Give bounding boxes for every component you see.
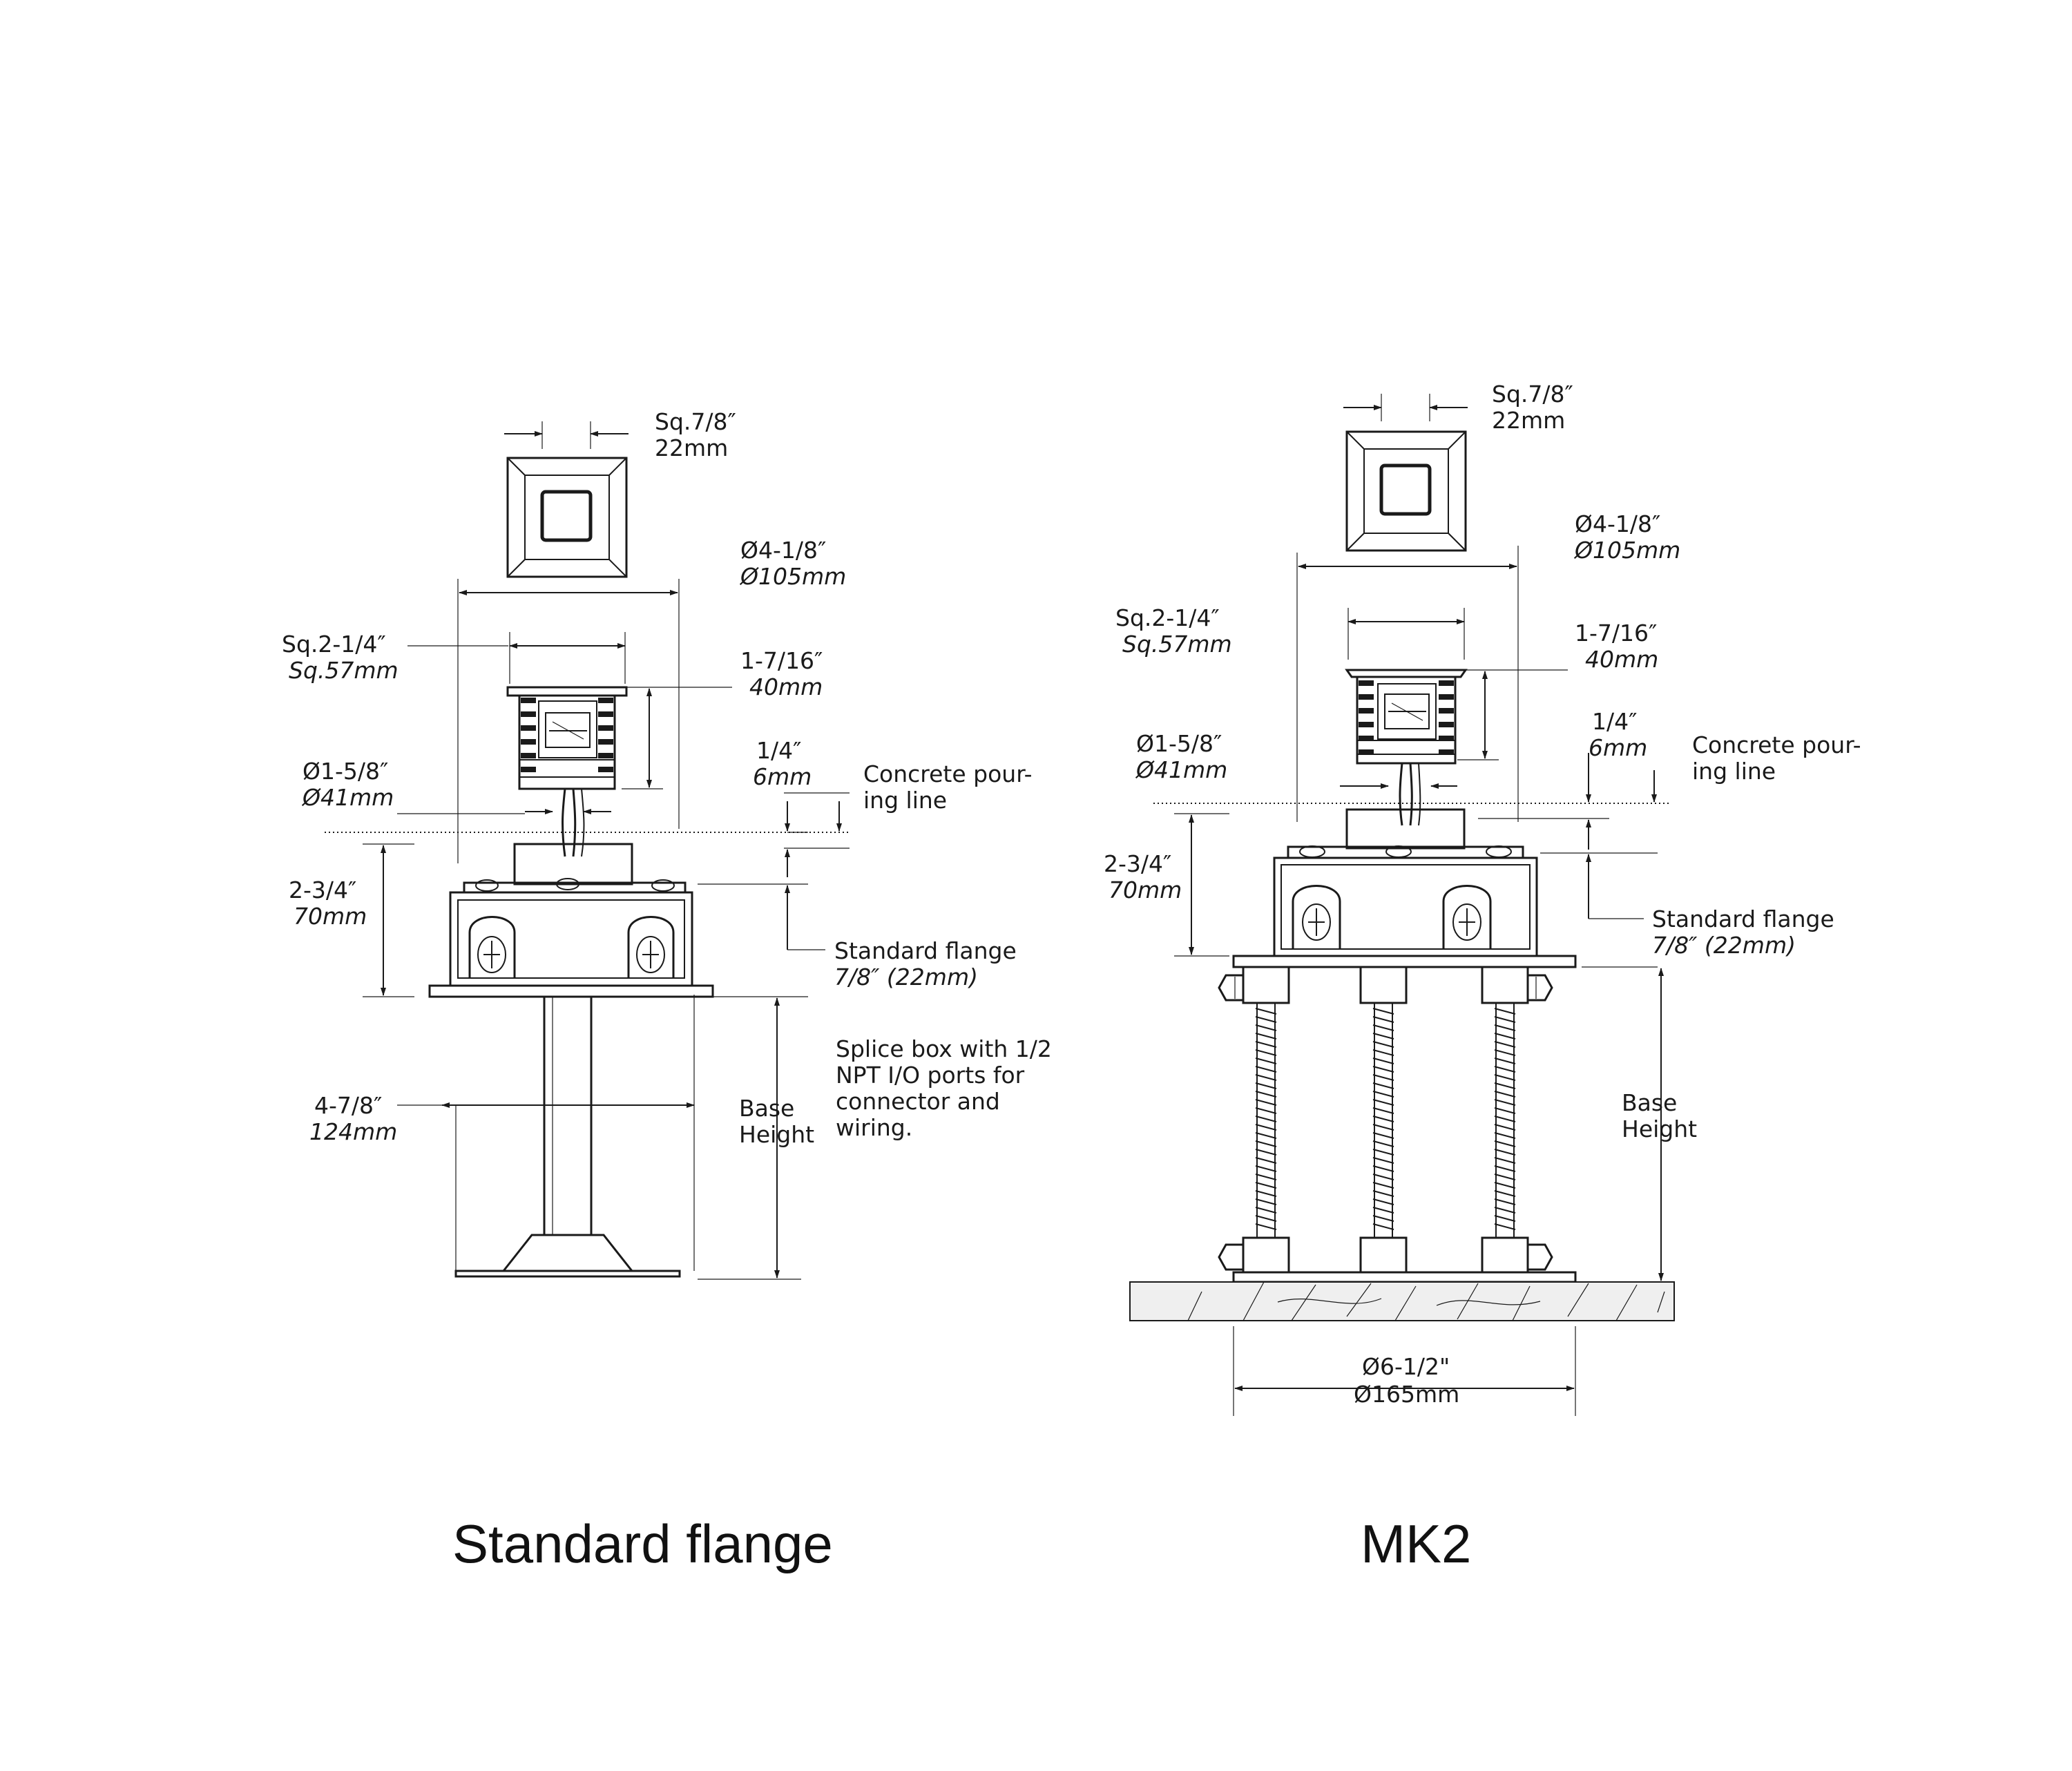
- dim-base-height: [698, 997, 801, 1280]
- mk2-wood-base: [1129, 1281, 1675, 1321]
- mk2-fixture-body: [1345, 669, 1468, 765]
- label-sq-body-in: Sq.2-1/4″: [282, 631, 386, 658]
- mk2-dim-sq-top: [1343, 394, 1468, 421]
- dim-sq-top: [504, 421, 629, 449]
- label-splice-1: Splice box with 1/2: [836, 1035, 1052, 1062]
- splice-box: [428, 843, 714, 998]
- mk2-dim-sq-body: [1347, 608, 1465, 660]
- label-flange-2: 7/8″ (22mm): [834, 964, 978, 990]
- mk2-label-sq-body-mm: Sq.57mm: [1122, 631, 1232, 658]
- mk2-label-foot-mm: Ø165mm: [1354, 1381, 1459, 1408]
- label-pour-line-2: ing line: [863, 787, 947, 814]
- mk2-label-pour-line-1: Concrete pour-: [1692, 731, 1861, 758]
- label-dia-small-in: Ø1-5/8″: [303, 758, 388, 785]
- mk2-label-dia-outer-mm: Ø105mm: [1573, 537, 1680, 564]
- mk2-label-sq-top-mm: 22mm: [1492, 407, 1565, 434]
- label-sq-body-mm: Sq.57mm: [289, 657, 399, 684]
- base-pole: [454, 995, 681, 1278]
- standard-flange-drawing: [325, 421, 850, 1280]
- mk2-dim-flange: [1540, 852, 1658, 968]
- label-splice-2: NPT I/O ports for: [836, 1062, 1025, 1089]
- mk2-label-quarter-in: 1/4″: [1592, 708, 1637, 735]
- mk2-label-dia-small-mm: Ø41mm: [1135, 756, 1227, 783]
- labels-mk2: Sq.7/8″ 22mm Ø4-1/8″ Ø105mm Sq.2-1/4″ Sq…: [1104, 381, 1861, 1408]
- dim-depth: [622, 687, 732, 789]
- label-base-h-1: Base: [739, 1095, 794, 1122]
- mk2-drawing: [1129, 394, 1675, 1416]
- title-standard-flange: Standard flange: [452, 1513, 833, 1574]
- label-splice-3: connector and: [836, 1088, 1000, 1115]
- mk2-label-sq-body-in: Sq.2-1/4″: [1115, 604, 1220, 631]
- threaded-rod-center: [1372, 1002, 1394, 1238]
- dim-dia-small: [397, 809, 611, 814]
- mk2-label-depth-mm: 40mm: [1585, 646, 1658, 673]
- label-sq-top-mm: 22mm: [655, 434, 728, 461]
- mk2-top-view-square: [1345, 430, 1467, 552]
- dim-sq-body: [407, 632, 626, 684]
- label-sq-top-in: Sq.7/8″: [655, 408, 736, 435]
- mk2-label-base-h-1: Base: [1622, 1089, 1677, 1116]
- mk2-dim-base-height: [1582, 968, 1671, 1283]
- mk2-label-box-h-in: 2-3/4″: [1104, 850, 1171, 877]
- title-mk2: MK2: [1361, 1513, 1471, 1574]
- label-box-h-mm: 70mm: [294, 903, 367, 930]
- mk2-label-dia-small-in: Ø1-5/8″: [1136, 730, 1222, 757]
- label-dia-small-mm: Ø41mm: [301, 784, 394, 811]
- dim-dia-outer: [457, 579, 680, 863]
- label-box-h-in: 2-3/4″: [289, 877, 356, 903]
- label-flange-1: Standard flange: [834, 937, 1017, 964]
- mk2-dim-dia-outer: [1296, 546, 1519, 822]
- mk2-label-box-h-mm: 70mm: [1109, 877, 1182, 903]
- label-depth-in: 1-7/16″: [740, 647, 823, 674]
- mk2-dim-depth: [1457, 669, 1568, 760]
- label-dia-outer-mm: Ø105mm: [739, 563, 846, 590]
- mk2-label-dia-outer-in: Ø4-1/8″: [1575, 510, 1660, 537]
- mk2-label-quarter-mm: 6mm: [1589, 734, 1647, 761]
- dim-flange: [698, 883, 825, 997]
- threaded-rod-left: [1255, 1002, 1277, 1238]
- label-base-h-2: Height: [739, 1121, 814, 1148]
- threaded-rod-right: [1494, 1002, 1516, 1238]
- dim-quarter: [784, 792, 850, 877]
- mk2-dim-quarter: [1478, 753, 1657, 850]
- mk2-label-flange-2: 7/8″ (22mm): [1652, 932, 1796, 959]
- mk2-dim-foot: [1233, 1326, 1576, 1416]
- mk2-adjustable-stand: [1218, 966, 1577, 1283]
- mk2-label-foot-in: Ø6-1/2": [1362, 1353, 1450, 1380]
- label-dia-outer-in: Ø4-1/8″: [740, 537, 826, 564]
- mk2-dim-box-height: [1174, 813, 1229, 957]
- dim-base-width: [397, 995, 695, 1271]
- label-pour-line-1: Concrete pour-: [863, 760, 1033, 787]
- mk2-label-flange-1: Standard flange: [1652, 906, 1834, 932]
- fixture-body: [506, 686, 628, 790]
- label-quarter-in: 1/4″: [756, 737, 801, 764]
- mk2-label-base-h-2: Height: [1622, 1116, 1697, 1142]
- mk2-wires: [1399, 763, 1421, 826]
- mk2-label-pour-line-2: ing line: [1692, 758, 1776, 785]
- label-splice-4: wiring.: [836, 1114, 912, 1141]
- mk2-label-sq-top-in: Sq.7/8″: [1492, 381, 1573, 408]
- wires: [562, 788, 585, 857]
- label-base-w-mm: 124mm: [309, 1118, 397, 1145]
- top-view-square: [506, 457, 628, 578]
- label-quarter-mm: 6mm: [753, 763, 812, 790]
- label-base-w-in: 4-7/8″: [314, 1092, 382, 1119]
- label-depth-mm: 40mm: [749, 673, 823, 700]
- mk2-label-depth-in: 1-7/16″: [1575, 620, 1657, 647]
- mk2-splice-box: [1232, 808, 1577, 968]
- dim-box-height: [363, 843, 414, 997]
- labels-standard: Sq.7/8″ 22mm Ø4-1/8″ Ø105mm Sq.2-1/4″ Sq…: [282, 408, 1052, 1148]
